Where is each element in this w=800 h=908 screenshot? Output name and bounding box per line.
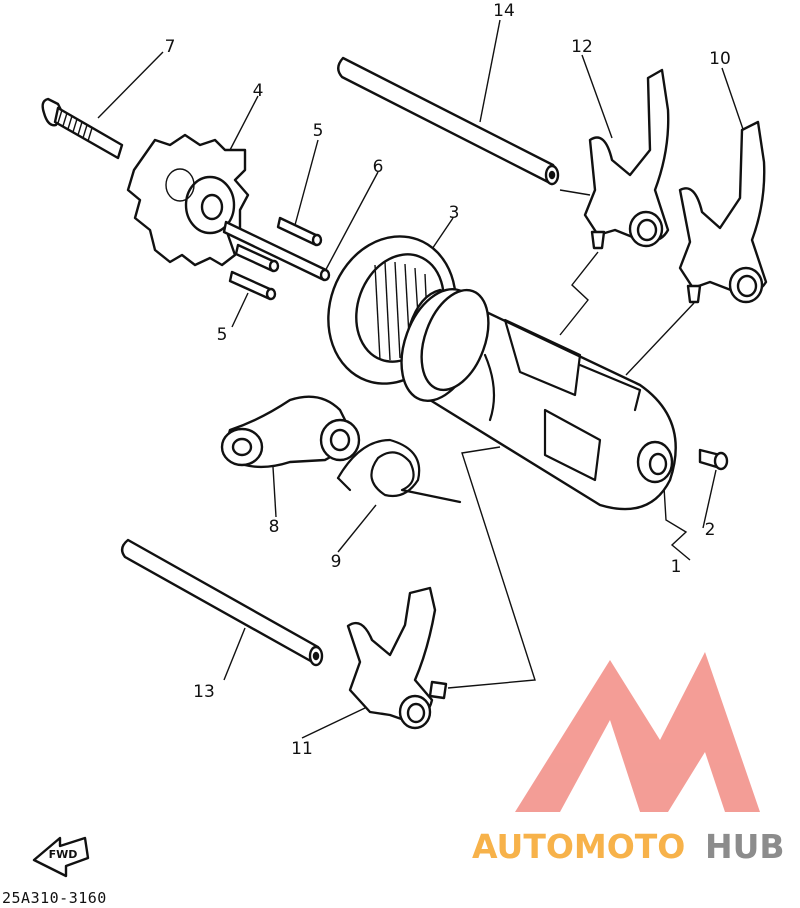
watermark-brand-part1: AUTOMOTO [472, 827, 685, 866]
shift-fork-10 [678, 120, 768, 304]
callout-2: 2 [705, 520, 716, 540]
part-code: 25A310-3160 [2, 889, 107, 907]
leader-lines [97, 19, 746, 739]
callout-10: 10 [709, 49, 731, 69]
callout-5-top: 5 [313, 121, 324, 141]
callout-1: 1 [671, 557, 682, 577]
fork-shaft-14 [337, 56, 560, 186]
callout-4: 4 [253, 81, 264, 101]
callout-6: 6 [373, 157, 384, 177]
fwd-arrow-icon: FWD [32, 836, 90, 878]
screw-2 [698, 448, 729, 471]
callout-11: 11 [291, 739, 313, 759]
shift-fork-12 [583, 68, 670, 250]
shift-fork-11 [346, 586, 448, 730]
callout-13: 13 [193, 682, 215, 702]
watermark-logo [515, 652, 760, 812]
pins-5-6 [222, 216, 331, 301]
callout-7: 7 [165, 37, 176, 57]
watermark-text: AUTOMOTO HUB [472, 827, 785, 866]
callout-numbers: 7 4 5 6 5 3 14 12 10 8 9 2 1 13 11 [165, 1, 731, 759]
fork-shaft-13 [120, 538, 324, 667]
bolt-7 [41, 97, 124, 160]
spring-9 [336, 438, 462, 504]
callout-12: 12 [571, 37, 593, 57]
stopper-lever-8 [220, 395, 361, 469]
callout-8: 8 [269, 517, 280, 537]
callout-3: 3 [449, 203, 460, 223]
callout-9: 9 [331, 552, 342, 572]
callout-5-bottom: 5 [217, 325, 228, 345]
fwd-label: FWD [49, 848, 78, 861]
watermark-brand-part2: HUB [705, 827, 785, 866]
callout-14: 14 [493, 1, 515, 21]
shift-drum-1 [400, 287, 677, 511]
segment-4 [126, 133, 250, 267]
